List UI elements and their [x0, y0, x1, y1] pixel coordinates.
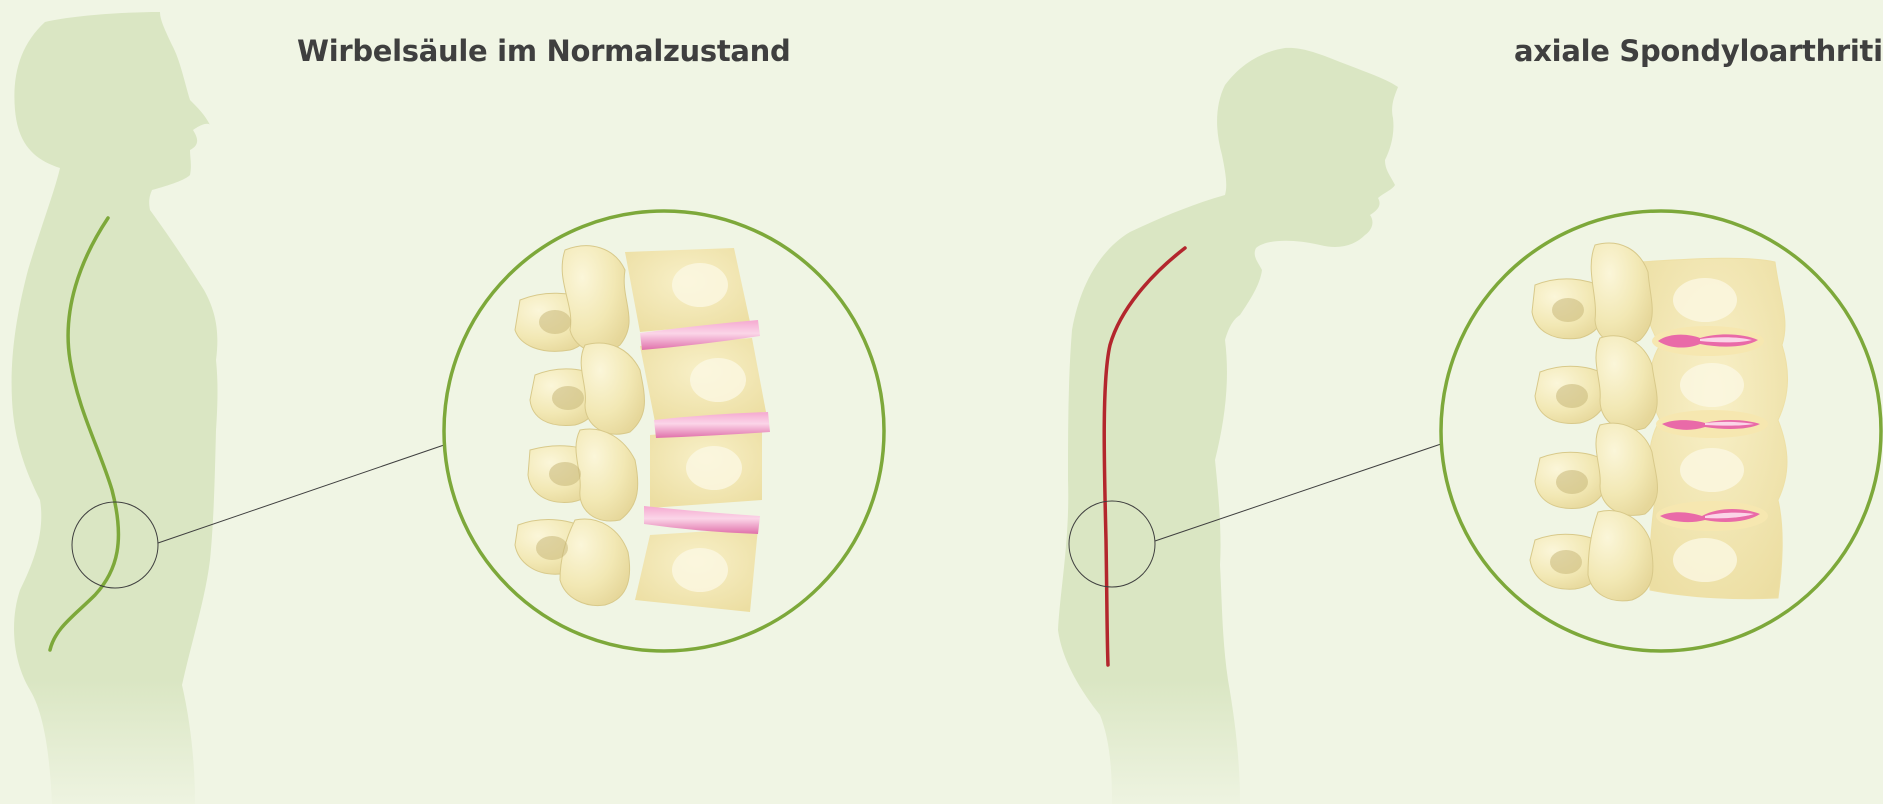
normal-spine-magnifier [444, 211, 884, 651]
affected-spine-magnifier [1441, 211, 1881, 651]
normal-spine-title: Wirbelsäule im Normalzustand [297, 34, 790, 68]
normal-posture-silhouette [0, 12, 260, 804]
affected-posture-silhouette [1040, 48, 1398, 804]
axial-spondyloarthritis-title: axiale Spondyloarthritis [1514, 34, 1883, 68]
